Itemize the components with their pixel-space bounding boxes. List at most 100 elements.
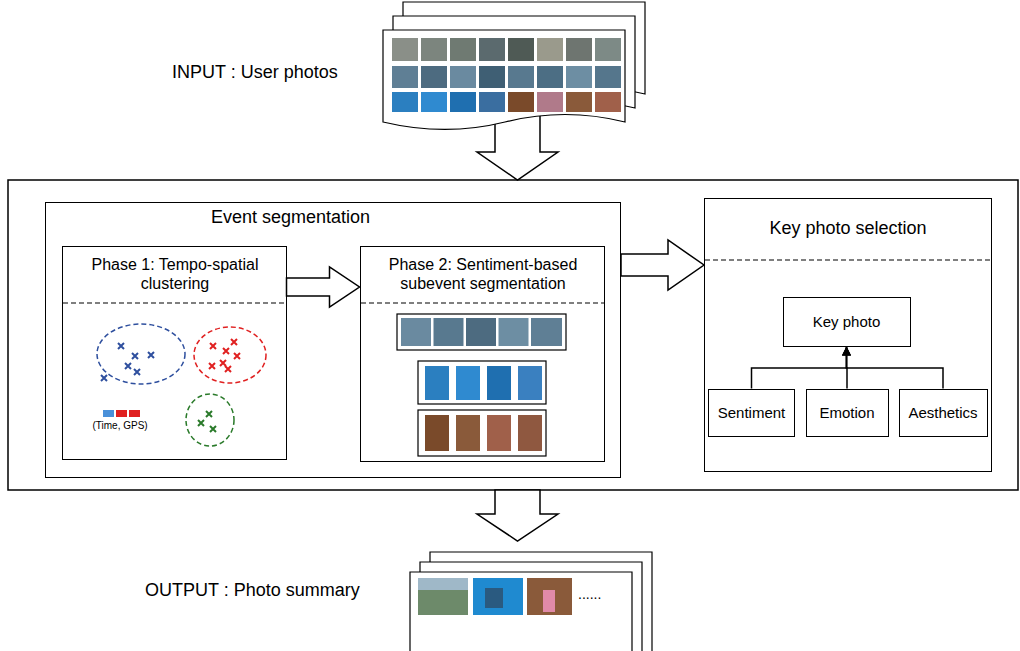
- box-heading: Emotion: [819, 404, 874, 422]
- data-point: [231, 339, 237, 345]
- photo-thumb: [479, 92, 505, 112]
- photo-thumb: [595, 66, 621, 88]
- photo-page: [410, 572, 632, 651]
- box-heading: Key photo: [813, 313, 881, 331]
- group-box: Key photo selectionKey photoSentiment Emo…: [704, 198, 992, 472]
- photo-thumb: [450, 38, 476, 61]
- feature-cell: [129, 410, 140, 417]
- criterion-box: Aesthetics: [899, 389, 988, 437]
- photo-thumb: [434, 318, 464, 346]
- data-point: [198, 420, 204, 426]
- photo-thumb: [537, 38, 563, 61]
- data-point: [209, 363, 215, 369]
- photo-thumb: [595, 38, 621, 61]
- photo-thumb: [508, 38, 534, 61]
- dashed-separator: [361, 302, 604, 303]
- cluster-ellipse: [97, 324, 185, 384]
- photo-thumb: [392, 92, 418, 112]
- photo-thumb: [392, 38, 418, 61]
- data-point: [225, 366, 231, 372]
- photo-thumb: [531, 318, 562, 346]
- photo-thumb: [418, 578, 468, 615]
- box-note: (Time, GPS): [93, 420, 148, 432]
- box-heading: Aesthetics: [908, 404, 977, 422]
- photo-thumb: [487, 366, 511, 400]
- photo-thumb: [421, 38, 447, 61]
- feature-cell: [103, 410, 114, 417]
- dashed-separator: [63, 302, 286, 303]
- photo-thumbnails: [392, 38, 621, 112]
- data-point: [220, 360, 226, 366]
- photo-thumb: [456, 415, 480, 451]
- photo-thumb: [487, 415, 511, 451]
- flow-arrow: [477, 490, 558, 541]
- photo-thumb: [518, 415, 542, 451]
- photo-strip: [397, 314, 566, 350]
- photo-thumb: [537, 66, 563, 88]
- phase-box: Phase 2: Sentiment-based subevent segmen…: [360, 246, 605, 462]
- photo-thumb: [473, 578, 523, 615]
- photo-thumb: [421, 92, 447, 112]
- photo-thumb: [566, 66, 592, 88]
- group-box: Event segmentationPhase 1: Tempo-spatial…: [45, 202, 621, 478]
- input-label: INPUT : User photos: [172, 62, 338, 84]
- data-point: [210, 426, 216, 432]
- photo-thumb: [508, 92, 534, 112]
- photo-thumb: [421, 66, 447, 88]
- cluster-points: [209, 339, 240, 372]
- feature-cell: [116, 410, 127, 417]
- box-heading: Key photo selection: [769, 218, 926, 240]
- photo-thumb: [479, 38, 505, 61]
- photo-page: [383, 30, 625, 130]
- photo-thumb: [425, 366, 449, 400]
- output-label: OUTPUT : Photo summary: [145, 580, 360, 602]
- criterion-box: Emotion: [806, 389, 889, 437]
- data-point: [206, 411, 212, 417]
- cluster-ellipse: [186, 394, 234, 446]
- result-box: Key photo: [783, 297, 911, 347]
- data-point: [118, 343, 124, 349]
- flow-arrow: [287, 267, 360, 307]
- photo-thumb: [401, 318, 431, 346]
- photo-thumb: [566, 38, 592, 61]
- phase-box: Phase 1: Tempo-spatial clustering (Time, …: [62, 246, 287, 460]
- photo-thumb: [543, 590, 555, 612]
- criterion-box: Sentiment: [708, 389, 795, 437]
- photo-thumb: [527, 578, 572, 615]
- photo-thumb: [418, 578, 468, 590]
- connector-line: [847, 347, 944, 389]
- connector-line: [752, 347, 847, 389]
- data-point: [101, 375, 107, 381]
- photo-thumb: [518, 366, 542, 400]
- box-heading: Sentiment: [718, 404, 786, 422]
- data-point: [125, 363, 131, 369]
- data-point: [223, 348, 229, 354]
- photo-strip: [418, 361, 546, 404]
- photo-thumb: [450, 66, 476, 88]
- cluster-points: [101, 343, 154, 381]
- box-heading: Event segmentation: [211, 207, 370, 229]
- box-heading: Phase 1: Tempo-spatial clustering: [73, 255, 278, 293]
- system-box: [8, 180, 1018, 490]
- flow-arrow: [621, 240, 704, 290]
- photo-thumb: [485, 588, 503, 608]
- photo-thumb: [595, 92, 621, 112]
- cluster-ellipse: [194, 327, 266, 383]
- dashed-separator: [705, 259, 991, 260]
- data-point: [132, 353, 138, 359]
- photo-thumb: [466, 318, 496, 346]
- data-point: [148, 352, 154, 358]
- photo-thumb: [499, 318, 529, 346]
- photo-thumb: [537, 92, 563, 112]
- photo-thumb: [456, 366, 480, 400]
- photo-thumb: [566, 92, 592, 112]
- photo-thumb: [479, 66, 505, 88]
- ellipsis: ......: [578, 586, 601, 603]
- data-point: [210, 343, 216, 349]
- cluster-points: [198, 411, 216, 432]
- data-point: [234, 353, 240, 359]
- photo-strip: [418, 410, 546, 456]
- box-heading: Phase 2: Sentiment-based subevent segmen…: [369, 255, 598, 293]
- photo-thumb: [392, 66, 418, 88]
- photo-thumb: [425, 415, 449, 451]
